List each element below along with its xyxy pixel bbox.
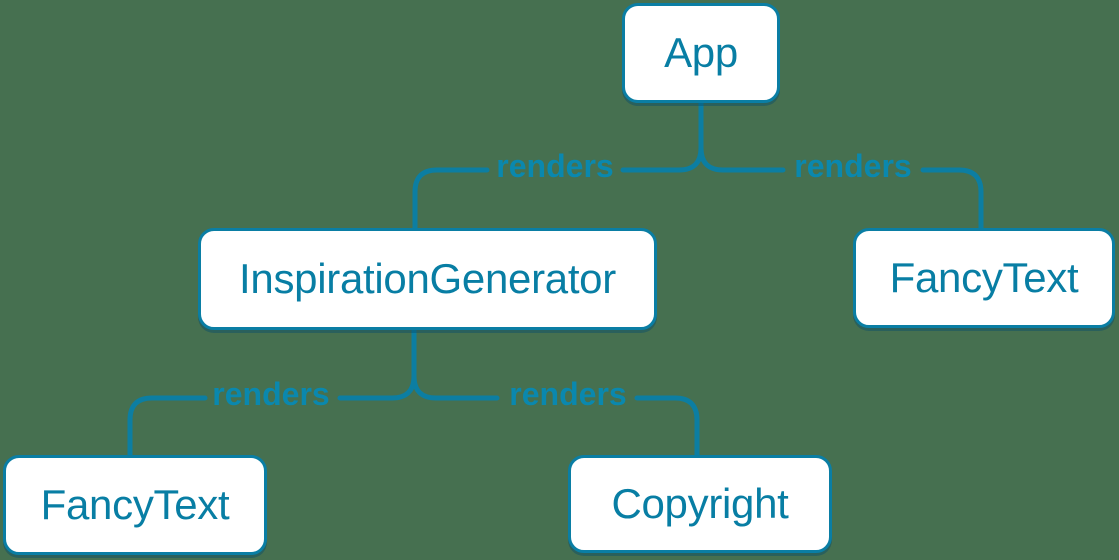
edge-label-app-inspgen: renders — [496, 148, 614, 184]
edge-inspgen-fancytext-left-segment — [127, 395, 208, 458]
node-copyright-label: Copyright — [611, 480, 789, 527]
node-fancy-text-right: FancyText — [853, 228, 1115, 328]
edge-label-inspgen-copyright: renders — [509, 376, 627, 412]
edge-label-inspgen-fancytext: renders — [212, 376, 330, 412]
edge-inspgen-fancytext-right-segment — [337, 327, 417, 401]
edge-app-inspgen-left-segment — [412, 167, 490, 231]
edge-app-inspgen-right-segment — [620, 100, 704, 173]
node-inspiration-generator: InspirationGenerator — [198, 228, 657, 330]
node-app-label: App — [664, 29, 738, 76]
node-app: App — [622, 3, 780, 103]
edge-label-app-fancytext: renders — [794, 148, 912, 184]
node-inspiration-generator-label: InspirationGenerator — [239, 255, 616, 302]
node-fancy-text-left-label: FancyText — [40, 481, 230, 528]
node-fancy-text-right-label: FancyText — [889, 254, 1079, 301]
edge-app-fancytext-right-segment — [920, 167, 984, 231]
node-fancy-text-left: FancyText — [3, 455, 267, 555]
edge-inspgen-copyright-left-segment — [411, 327, 500, 401]
edge-app-fancytext-left-segment — [698, 100, 786, 173]
edge-inspgen-copyright-right-segment — [634, 395, 700, 458]
node-copyright: Copyright — [568, 455, 832, 553]
